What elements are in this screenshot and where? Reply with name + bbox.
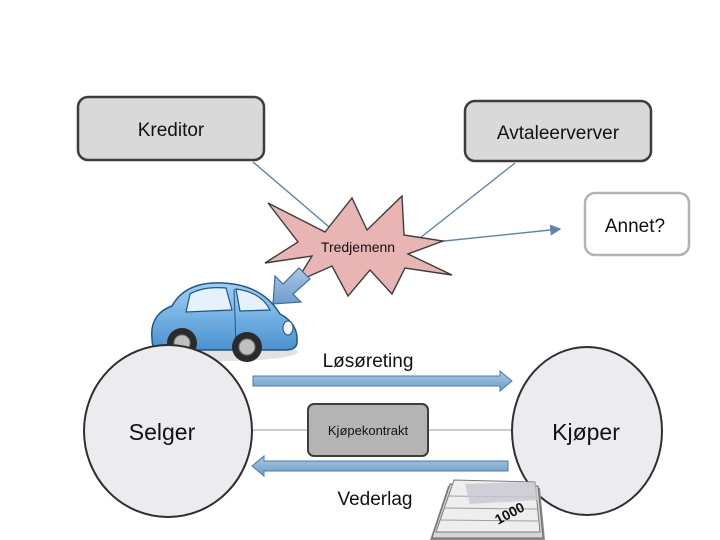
kjoper-label: Kjøper <box>552 419 620 445</box>
tredjemenn-to-car-arrow <box>272 267 311 305</box>
vederlag-label: Vederlag <box>337 489 412 510</box>
annet-box: Annet? <box>583 191 691 257</box>
selger-node: Selger <box>83 344 253 518</box>
tredjemenn-burst: Tredjemenn <box>264 194 453 298</box>
vederlag-arrow: Vederlag <box>251 454 509 510</box>
avtaleerverver-tredjemenn-line <box>419 162 516 239</box>
annet-label: Annet? <box>605 216 665 237</box>
avtaleerverver-box: Avtaleerverver <box>463 99 653 163</box>
selger-label: Selger <box>129 419 196 445</box>
losoreting-label: Løsøreting <box>323 351 414 372</box>
kjopekontrakt-box: Kjøpekontrakt <box>307 403 429 457</box>
kjopekontrakt-label: Kjøpekontrakt <box>328 423 409 438</box>
avtaleerverver-label: Avtaleerverver <box>497 123 620 144</box>
kreditor-label: Kreditor <box>138 120 205 141</box>
kreditor-box: Kreditor <box>76 95 266 162</box>
tredjemenn-label: Tredjemenn <box>321 239 395 255</box>
kreditor-tredjemenn-line <box>252 161 336 233</box>
losoreting-arrow: Løsøreting <box>252 351 513 393</box>
kjoper-node: Kjøper <box>511 346 663 516</box>
banknotes-icon: 1000 <box>430 479 545 540</box>
tredjemenn-annet-line <box>424 224 562 244</box>
